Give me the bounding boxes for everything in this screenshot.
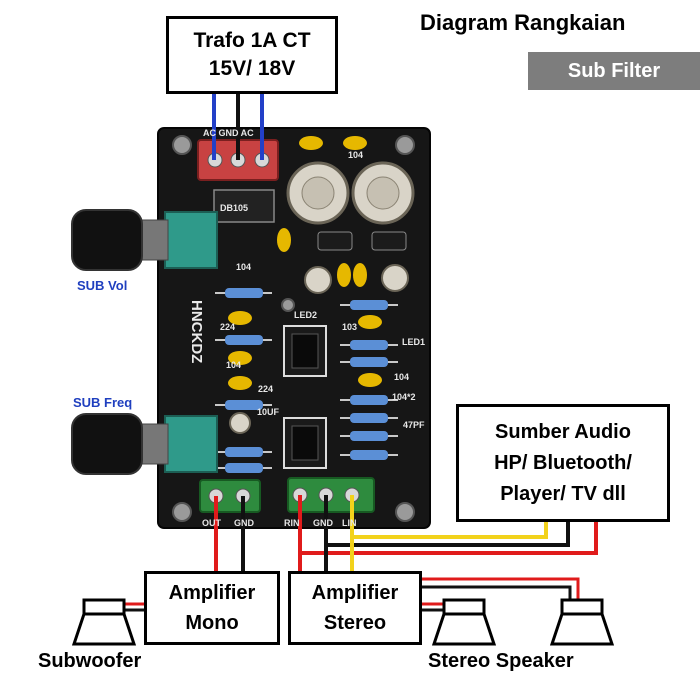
amplifier-mono-box: Amplifier Mono <box>144 571 280 645</box>
sub-freq-knob <box>71 413 143 475</box>
mount-hole-bl <box>172 502 192 522</box>
mount-hole-br <box>395 502 415 522</box>
part-label: DB105 <box>220 203 248 213</box>
bridge-rectifier <box>213 189 275 223</box>
board-brand: HNCKDZ <box>188 300 205 363</box>
transistor <box>371 231 407 251</box>
trafo-line1: Trafo 1A CT <box>193 29 311 52</box>
ceramic-cap <box>228 376 252 390</box>
board-gnd-in-pin: GND <box>313 518 334 528</box>
part-label: 10UF <box>257 407 280 417</box>
part-label: 104 <box>236 262 251 272</box>
resistor-array <box>215 288 398 473</box>
ceramic-cap <box>358 373 382 387</box>
source-line1: Sumber Audio <box>495 420 631 443</box>
capacitor-small-3 <box>229 412 251 434</box>
board-gnd-pin: GND <box>234 518 255 528</box>
stereo-speaker-right <box>549 598 615 646</box>
board-lin-pin: LIN <box>342 518 357 528</box>
wire-stereo-spk-r <box>420 577 580 602</box>
sub-freq-label: SUB Freq <box>73 395 133 410</box>
ceramic-cap <box>353 263 367 287</box>
capacitor-small-1 <box>304 266 332 294</box>
amplifier-stereo-box: Amplifier Stereo <box>288 571 422 645</box>
part-label: LED2 <box>294 310 317 320</box>
ceramic-cap <box>343 136 367 150</box>
ceramic-cap <box>358 315 382 329</box>
board-rin-pin: RIN <box>284 518 300 528</box>
part-label: 224 <box>258 384 273 394</box>
source-line2: HP/ Bluetooth/ <box>494 451 632 474</box>
part-label: 104*2 <box>392 392 416 402</box>
audio-source-box: Sumber Audio HP/ Bluetooth/ Player/ TV d… <box>456 404 670 522</box>
diagram-title: Diagram Rangkaian <box>420 10 626 35</box>
wire-rin <box>298 495 598 555</box>
part-label: 104 <box>394 372 409 382</box>
ceramic-cap <box>228 351 252 365</box>
sub-filter-tag: Sub Filter <box>528 52 700 90</box>
subwoofer-label: Subwoofer <box>38 650 142 672</box>
transistor <box>317 231 353 251</box>
capacitor-small-2 <box>381 264 409 292</box>
pot-sub-freq-body <box>164 415 218 473</box>
trafo-box: Trafo 1A CT 15V/ 18V <box>166 16 338 94</box>
source-line3: Player/ TV dll <box>500 482 626 505</box>
part-label: 47PF <box>403 420 425 430</box>
stereo-speaker-label: Stereo Speaker <box>428 650 574 672</box>
wire-lin <box>350 495 548 539</box>
pot-sub-vol-body <box>164 211 218 269</box>
sub-vol-label: SUB Vol <box>77 278 128 293</box>
subwoofer-speaker <box>71 598 137 646</box>
mount-hole-mid <box>281 298 295 312</box>
amp-stereo-line2: Stereo <box>323 612 387 634</box>
sub-vol-knob <box>71 209 143 271</box>
ceramic-cap <box>337 263 351 287</box>
amp-mono-line2: Mono <box>185 612 239 634</box>
amp-mono-line1: Amplifier <box>168 582 256 604</box>
amp-stereo-line1: Amplifier <box>311 582 399 604</box>
stereo-speaker-left <box>431 598 497 646</box>
ceramic-cap <box>228 311 252 325</box>
part-label: 224 <box>220 322 235 332</box>
board-out-pin: OUT <box>202 518 222 528</box>
mount-hole-tl <box>172 135 192 155</box>
ceramic-cap <box>277 228 291 252</box>
part-label: 104 <box>226 360 241 370</box>
part-label: LED1 <box>402 337 425 347</box>
wire-gnd-in <box>324 495 570 547</box>
board-power-label: AC GND AC <box>203 128 254 138</box>
part-label: 103 <box>342 322 357 332</box>
ceramic-cap <box>299 136 323 150</box>
mount-hole-tr <box>395 135 415 155</box>
part-label: 104 <box>348 150 363 160</box>
trafo-line2: 15V/ 18V <box>208 57 296 80</box>
